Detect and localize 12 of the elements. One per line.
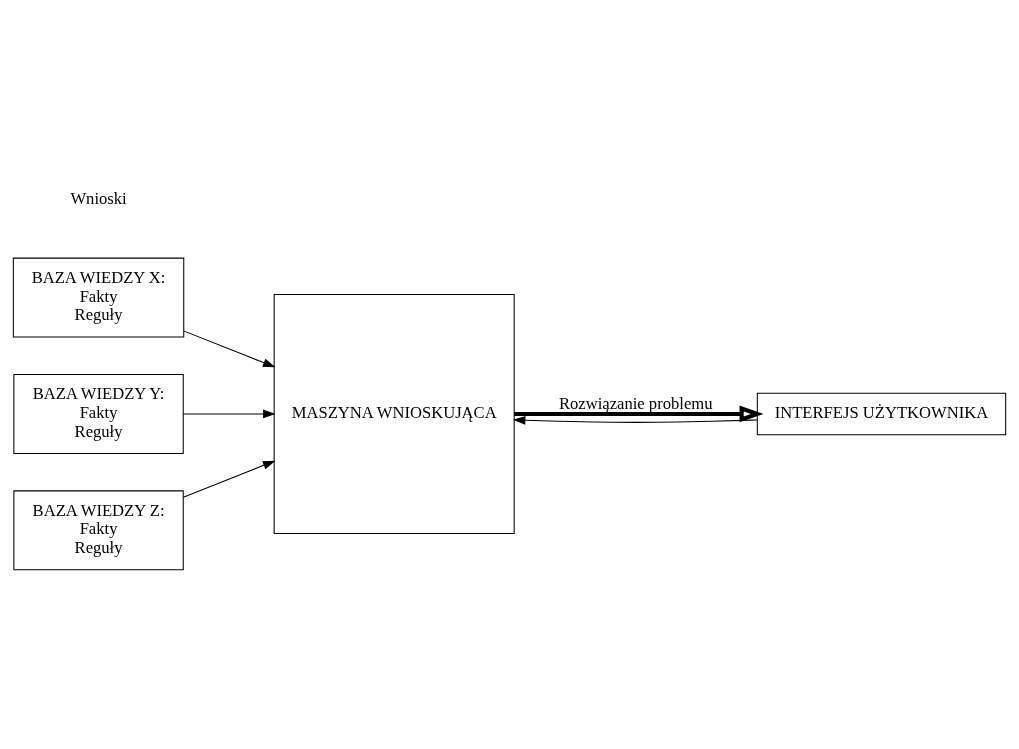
node-box: MASZYNA WNIOSKUJĄCA xyxy=(273,293,515,534)
edge-label: Rozwiązanie problemu xyxy=(558,393,713,413)
node-box: INTERFEJS UŻYTKOWNIKA xyxy=(756,392,1007,436)
arrow xyxy=(512,415,758,425)
arrow xyxy=(182,409,276,419)
node-box: BAZA WIEDZY Y: Fakty Reguły xyxy=(13,374,184,454)
label: Wnioski xyxy=(70,188,127,208)
arrow xyxy=(514,405,764,423)
node-box: BAZA WIEDZY Z: Fakty Reguły xyxy=(13,490,184,571)
node-box: BAZA WIEDZY X: Fakty Reguły xyxy=(12,257,185,338)
arrow xyxy=(183,330,276,368)
arrow xyxy=(182,460,276,498)
